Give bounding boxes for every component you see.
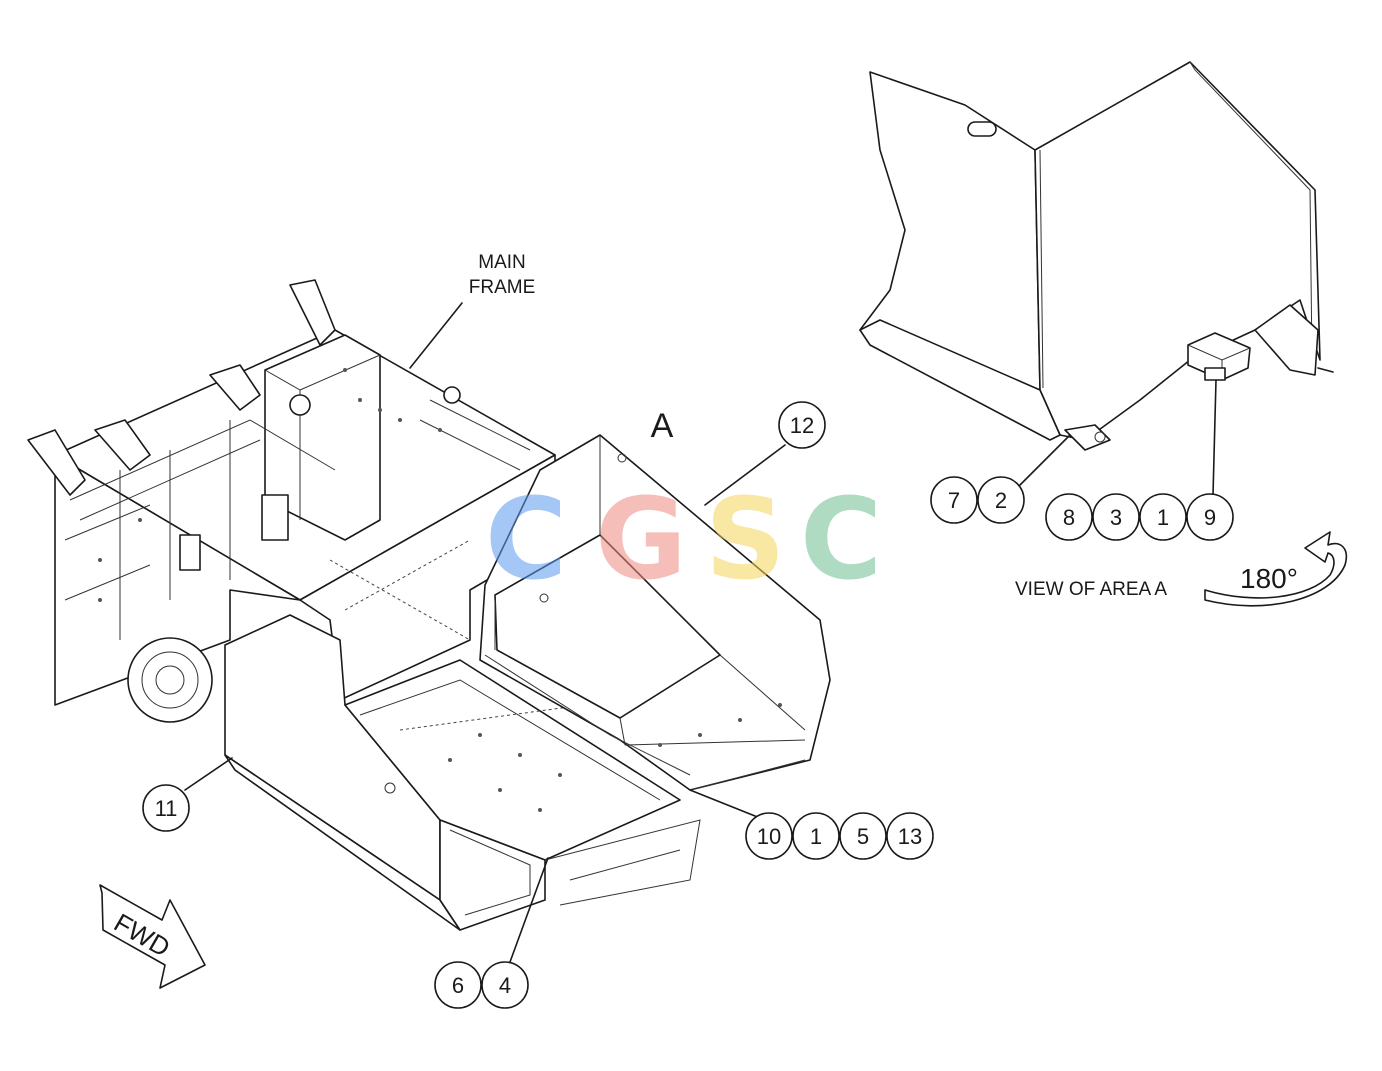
callout-7-number: 7: [948, 488, 960, 513]
callout-1-upper: 1: [1139, 493, 1187, 541]
rotation-label: 180°: [1240, 563, 1298, 594]
callout-1-lower: 1: [792, 812, 840, 860]
callout-7: 7: [930, 476, 978, 524]
leader-12: [704, 444, 786, 506]
callout-10-number: 10: [757, 824, 781, 849]
watermark-letter-1: C: [485, 475, 567, 605]
main-frame-label-line1: MAIN: [478, 252, 526, 273]
watermark-letter-4: C: [800, 475, 882, 605]
main-frame-drawing: [27, 279, 556, 723]
main-frame-label-line2: FRAME: [469, 277, 536, 298]
callout-2-number: 2: [995, 488, 1007, 513]
callout-13-number: 13: [898, 824, 922, 849]
watermark-letter-2: G: [595, 475, 687, 605]
callout-12: 12: [778, 401, 826, 449]
callout-1-lower-number: 1: [810, 824, 822, 849]
leader-11: [184, 757, 233, 791]
callout-11: 11: [142, 784, 190, 832]
leader-10: [689, 789, 761, 819]
leader-lines: [184, 302, 1217, 963]
callout-4: 4: [481, 961, 529, 1009]
watermark: C G S C: [485, 475, 882, 605]
callout-8-number: 8: [1063, 505, 1075, 530]
callout-10: 10: [745, 812, 793, 860]
callout-2: 2: [977, 476, 1025, 524]
main-frame-leader: [409, 302, 463, 369]
callout-6: 6: [434, 961, 482, 1009]
bin-a-drawing: [479, 434, 831, 791]
lower-tray-drawing: [224, 614, 701, 931]
leader-4: [509, 857, 549, 963]
callout-1-upper-number: 1: [1157, 505, 1169, 530]
callout-3-number: 3: [1110, 505, 1122, 530]
callout-6-number: 6: [452, 973, 464, 998]
forward-arrow: FWD: [99, 884, 206, 989]
callout-3: 3: [1092, 493, 1140, 541]
rotation-arrow-icon: [1204, 531, 1347, 607]
callout-8: 8: [1045, 493, 1093, 541]
callout-4-number: 4: [499, 973, 511, 998]
callout-13: 13: [886, 812, 934, 860]
callout-9-number: 9: [1204, 505, 1216, 530]
callout-5-number: 5: [857, 824, 869, 849]
callout-11-number: 11: [155, 796, 178, 821]
detail-view-drawing: [859, 61, 1334, 451]
callout-9: 9: [1186, 493, 1234, 541]
area-a-label: A: [651, 407, 674, 445]
view-of-area-caption: VIEW OF AREA A: [1015, 579, 1167, 600]
callout-12-number: 12: [790, 413, 814, 438]
watermark-letter-3: S: [705, 475, 786, 605]
callout-5: 5: [839, 812, 887, 860]
leader-2: [1019, 434, 1071, 486]
leader-9: [1212, 379, 1217, 496]
